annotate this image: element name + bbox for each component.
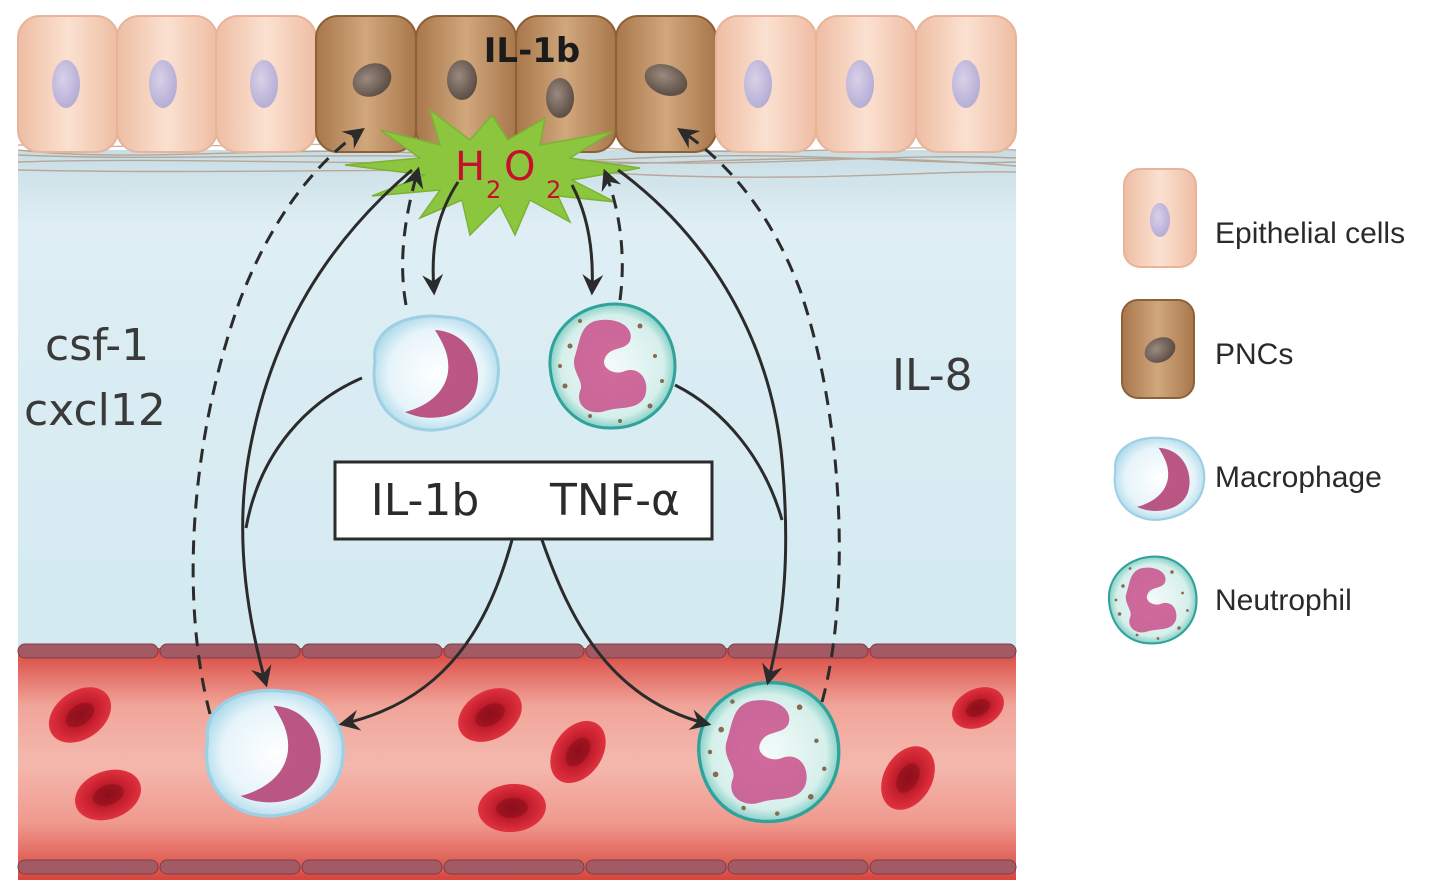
- macrophage-vessel: [204, 688, 345, 818]
- legend-item-macrophage: Macrophage: [1113, 436, 1382, 521]
- legend-label-neutrophil: Neutrophil: [1215, 584, 1352, 617]
- macrophage-icon: [1113, 436, 1206, 521]
- arrow-vessel-macrophage-to-pnc: [191, 127, 365, 715]
- legend-item-neutrophil: Neutrophil: [1107, 555, 1352, 645]
- pnc-nucleus: [352, 63, 392, 97]
- arrow-macrophage-branch: [244, 376, 363, 529]
- arrows: [191, 127, 841, 731]
- epithelial-nucleus: [250, 60, 278, 108]
- neutrophil-icon: [1107, 555, 1198, 645]
- neutrophil-tissue: [548, 302, 677, 430]
- csf1-label: csf-1: [45, 320, 149, 371]
- svg-text:O: O: [504, 144, 535, 190]
- svg-text:2: 2: [546, 176, 561, 204]
- arrow-box-to-macrophage: [338, 539, 514, 731]
- epithelial-nucleus: [744, 60, 772, 108]
- il1b-top-label: IL-1b: [484, 31, 580, 71]
- legend-label-macrophage: Macrophage: [1215, 461, 1382, 494]
- box-il1b-label: IL-1b: [371, 475, 480, 526]
- arrow-h2o2-to-macrophage: [422, 181, 460, 296]
- arrow-macrophage-to-h2o2: [401, 166, 424, 306]
- h2o2-label: H 2 O 2: [455, 144, 561, 204]
- arrow-h2o2-to-vessel-neutrophil: [617, 168, 788, 686]
- epithelial-nucleus: [149, 60, 177, 108]
- epithelial-nucleus: [52, 60, 80, 108]
- arrow-neutrophil-to-h2o2: [601, 168, 624, 301]
- cxcl12-label: cxcl12: [24, 385, 166, 436]
- legend: Epithelial cells PNCs Macrophage Neutrop…: [1107, 168, 1405, 645]
- arrow-vessel-neutrophil-to-pnc: [677, 128, 841, 703]
- legend-item-epithelial: Epithelial cells: [1123, 168, 1405, 268]
- tissue-background: [18, 150, 1016, 650]
- box-tnf-label: TNF-α: [549, 475, 680, 526]
- epithelial-layer: [17, 15, 1017, 153]
- legend-item-pnc: PNCs: [1121, 299, 1293, 399]
- cytokine-box: [333, 460, 714, 541]
- arrow-h2o2-to-neutrophil: [570, 184, 604, 296]
- legend-label-epithelial: Epithelial cells: [1215, 217, 1405, 250]
- arrow-box-to-neutrophil: [540, 539, 712, 731]
- epithelial-nucleus: [846, 60, 874, 108]
- pnc-nucleus: [447, 60, 477, 100]
- pnc-nucleus: [644, 64, 688, 96]
- arrow-neutrophil-branch: [674, 383, 784, 521]
- arrow-h2o2-to-vessel-macrophage: [241, 168, 413, 688]
- epithelial-nucleus: [952, 60, 980, 108]
- h2o2-burst: [344, 108, 641, 237]
- pnc-nucleus: [546, 78, 574, 118]
- svg-text:H: H: [455, 144, 485, 190]
- neutrophil-vessel: [697, 680, 841, 824]
- il8-label: IL-8: [892, 350, 973, 401]
- svg-text:2: 2: [486, 176, 501, 204]
- macrophage-tissue: [372, 314, 500, 432]
- legend-label-pnc: PNCs: [1215, 338, 1293, 371]
- blood-vessel: [17, 643, 1017, 880]
